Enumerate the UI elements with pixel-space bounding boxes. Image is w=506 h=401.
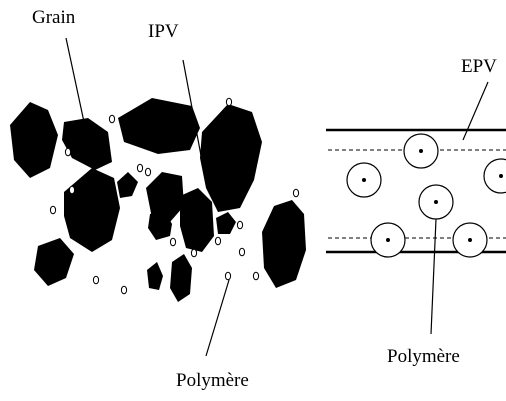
grain-6 <box>117 172 138 198</box>
polymer-left-label: Polymère <box>176 370 249 391</box>
grain-1 <box>10 102 58 178</box>
grain-2 <box>62 118 112 170</box>
grain-12 <box>147 262 163 290</box>
grain-8 <box>180 188 214 252</box>
grain-4 <box>200 104 262 212</box>
grain-11 <box>34 238 74 286</box>
grain-14 <box>262 200 306 288</box>
polymer-right-leader-line <box>431 219 436 334</box>
grain-5 <box>64 168 120 252</box>
polymer-coils-right <box>347 134 506 257</box>
polymer-left-leader-line <box>206 280 229 356</box>
grain-3 <box>118 98 200 154</box>
grain-9 <box>216 212 236 234</box>
grain-label: Grain <box>32 7 76 28</box>
epv-leader-line <box>463 82 488 140</box>
polymer-right-label: Polymère <box>387 346 460 367</box>
grain-13 <box>170 254 192 302</box>
porous-medium-panel: Grain IPV Polymère <box>10 7 306 391</box>
channel-panel: EPV Polymère <box>326 56 506 367</box>
epv-label: EPV <box>461 56 497 77</box>
ipv-label: IPV <box>148 21 179 42</box>
grain-leader-line <box>66 38 84 122</box>
